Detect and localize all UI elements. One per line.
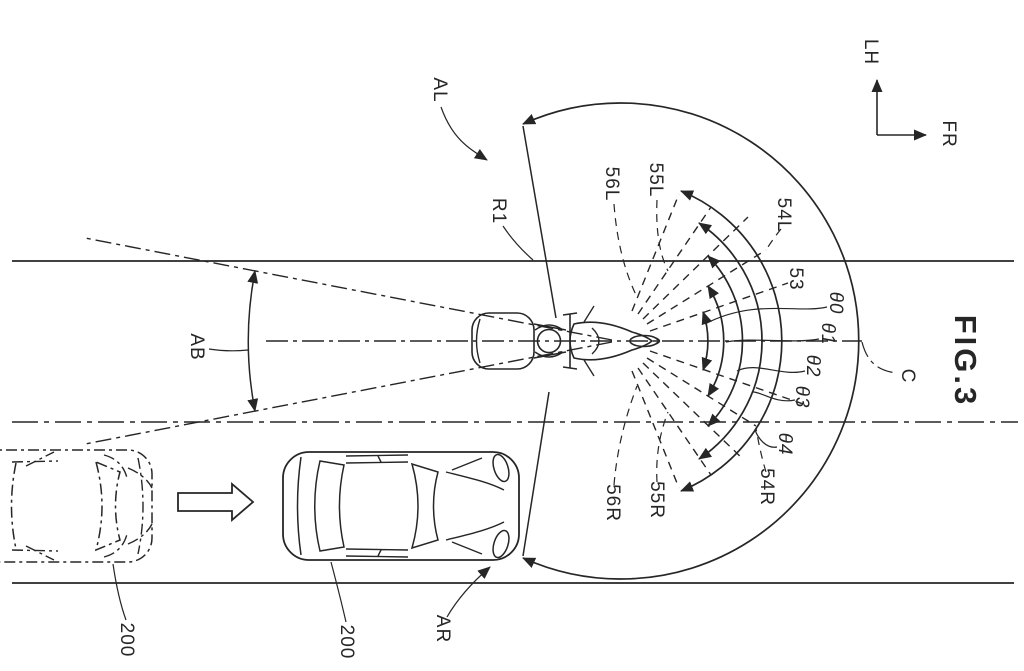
handlebar-grip-top: [562, 312, 578, 316]
label-53: 53: [785, 267, 806, 290]
theta2-leader: [736, 367, 806, 373]
car-center-hood-crease-bottom: [445, 521, 505, 541]
label-c: C: [897, 369, 918, 384]
beam-boundary-68u: [631, 193, 680, 312]
vehicle-left-leader: [112, 563, 127, 621]
outer-boundary-arc: [522, 102, 860, 580]
motorcycle-rear-cowl-line: [475, 318, 481, 364]
motorcycle: [471, 305, 661, 377]
car-center-body: [282, 451, 520, 561]
figure-title: FIG.3: [948, 315, 983, 408]
outer-boundary-line-upper: [522, 125, 557, 319]
car-left-windshield: [94, 460, 121, 552]
beam-boundary-56d: [637, 367, 712, 476]
beam-boundary-68d: [631, 370, 680, 489]
label-al: AL: [429, 77, 450, 102]
car-center-side-window-bottom: [345, 548, 409, 558]
ar-arrow: [446, 566, 491, 618]
car-left: [0, 449, 153, 563]
car-left-wheel-arch-bottom: [103, 533, 128, 558]
beam-54l-leader: [765, 228, 782, 251]
theta4-leader: [754, 429, 778, 448]
rear-projection: [84, 237, 613, 445]
label-56r: 56R: [602, 484, 623, 522]
vehicle-center-leader: [330, 561, 347, 623]
label-theta1: θ1: [817, 323, 838, 346]
theta3-leader: [752, 391, 796, 402]
rider-shoulder-bottom: [534, 351, 564, 358]
car-left-rear-window: [10, 462, 17, 550]
car-center-front-wheel-top: [492, 453, 510, 483]
beam-56l-leader: [613, 203, 638, 298]
mirror-top: [583, 305, 595, 323]
theta1-leader: [725, 338, 820, 343]
car-center-windshield: [410, 462, 439, 550]
handlebar-grip-bottom: [562, 366, 578, 370]
car-center-hood-crease-top: [445, 471, 505, 491]
front-wheel-tip: [655, 337, 661, 345]
motorcycle-rear-cowl: [471, 312, 535, 370]
car-left-hood-crease-bottom: [127, 523, 153, 545]
r1-leader: [502, 225, 534, 261]
label-ab: AB: [186, 333, 207, 360]
ab-leader: [208, 348, 249, 352]
label-200-center: 200: [336, 625, 357, 660]
label-theta0: θ0: [825, 292, 846, 315]
beam-boundary-44u: [642, 216, 749, 320]
car-left-hood-crease-top: [127, 467, 153, 489]
label-theta4: θ4: [774, 433, 795, 456]
label-56l: 56L: [601, 167, 622, 202]
car-center-rear-window: [314, 460, 345, 552]
beam-55r-leader: [656, 411, 669, 483]
beam-boundary-56u: [637, 206, 712, 315]
beam-boundary-19d: [649, 350, 810, 407]
beam-boundary-19u: [649, 282, 789, 332]
label-54l: 54L: [773, 198, 794, 233]
beam-55l-leader: [656, 199, 669, 272]
theta0-leader: [704, 306, 828, 325]
label-200-left: 200: [116, 623, 137, 658]
mirror-bottom: [583, 359, 595, 377]
car-center-headlight-bottom: [451, 541, 483, 555]
rider-shoulder-top: [534, 324, 564, 331]
beam-boundary-44d: [642, 362, 745, 461]
label-fr: FR: [938, 120, 959, 147]
car-left-wheel-arch-top: [103, 454, 128, 479]
axis-indicator: [871, 79, 927, 141]
car-center: [282, 451, 520, 561]
leader-lines: [112, 106, 898, 623]
road-lines: [12, 260, 1018, 584]
label-55r: 55R: [646, 481, 667, 519]
travel-direction-arrow: [177, 482, 255, 522]
label-55l: 55L: [645, 163, 666, 198]
label-theta2: θ2: [802, 355, 823, 378]
front-wheel: [629, 334, 659, 348]
car-left-body: [0, 449, 153, 563]
car-left-bumper-line: [137, 457, 144, 555]
label-r1: R1: [488, 198, 509, 224]
figure-labels: AL R1 AB 56L 55L 54L 53 θ0 θ1 θ2 θ3 θ4 5…: [116, 39, 983, 660]
ab-span-arrow: [247, 270, 259, 412]
label-54r: 54R: [756, 468, 777, 506]
center-line-leader: [861, 341, 898, 374]
outer-boundary-line-lower: [522, 391, 550, 557]
car-center-side-window-top: [345, 454, 409, 464]
car-center-trunk-line: [296, 456, 302, 556]
angle-arc-theta3: [698, 222, 763, 460]
al-arrow: [440, 106, 488, 161]
car-left-pillar-bottom: [25, 545, 55, 561]
beam-54r-leader: [755, 427, 767, 473]
label-lh: LH: [860, 39, 881, 65]
car-center-headlight-top: [451, 457, 483, 471]
car-center-front-wheel-bottom: [492, 529, 510, 559]
windscreen: [591, 327, 600, 355]
beam-56r-leader: [613, 385, 638, 486]
rider-helmet: [536, 328, 562, 354]
label-ar: AR: [432, 615, 453, 643]
car-left-pillar-top: [25, 451, 55, 467]
beam-boundary-32d: [646, 357, 757, 427]
label-theta3: θ3: [791, 386, 812, 409]
